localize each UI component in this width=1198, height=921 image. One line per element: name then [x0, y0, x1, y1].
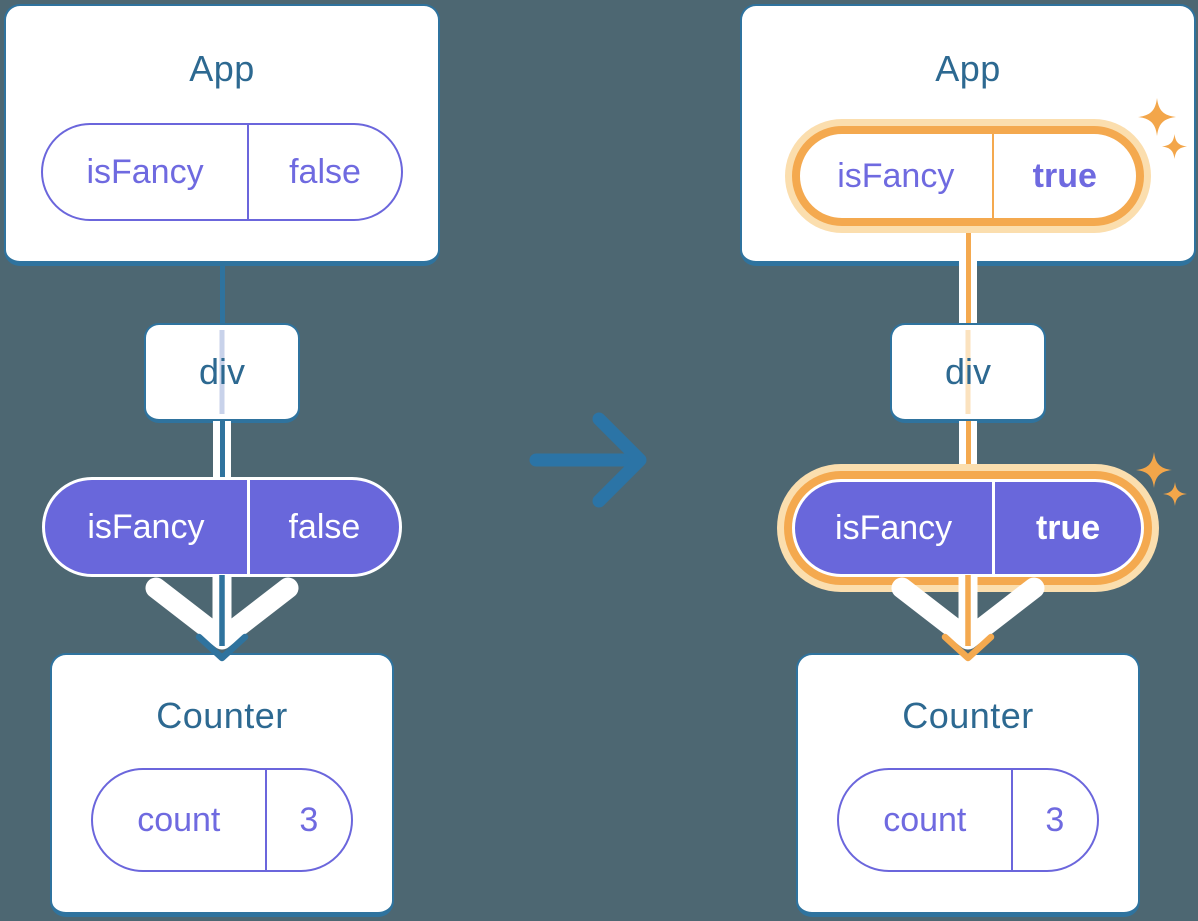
- app-title: App: [935, 48, 1001, 89]
- counter-title: Counter: [902, 695, 1034, 736]
- edge-div-to-prop: [965, 421, 971, 479]
- state-name: isFancy: [43, 125, 250, 219]
- sparkle-icon-small: [1162, 134, 1187, 159]
- app-title: App: [189, 48, 255, 89]
- counter-state-pill: count 3: [837, 768, 1099, 872]
- state-name: isFancy: [800, 134, 994, 218]
- state-value: true: [1032, 156, 1097, 195]
- edge-app-to-div: [965, 230, 971, 325]
- div-node: div: [144, 323, 300, 423]
- pass-through-line: [219, 330, 225, 414]
- app-state-pill-highlighted: isFancy true: [792, 126, 1144, 226]
- counter-title: Counter: [156, 695, 288, 736]
- div-label: div: [944, 351, 992, 392]
- down-arrow-icon: [145, 575, 299, 662]
- edge-app-to-div: [219, 264, 225, 325]
- counter-state-pill: count 3: [91, 768, 353, 872]
- passed-prop-pill: isFancy false: [42, 477, 402, 577]
- down-arrow-icon: [891, 575, 1045, 662]
- prop-value: false: [288, 507, 361, 546]
- sparkle-icon-small: [1163, 482, 1187, 506]
- prop-name: isFancy: [45, 480, 250, 574]
- tree-before: App isFancy false div isFancy false Coun…: [0, 0, 460, 921]
- pass-through-line: [965, 330, 971, 414]
- app-state-pill: isFancy false: [41, 123, 403, 221]
- prop-name: isFancy: [795, 482, 996, 574]
- passed-prop-pill-highlighted: isFancy true: [792, 479, 1144, 577]
- count-name: count: [839, 770, 1013, 870]
- count-value: 3: [1045, 800, 1065, 839]
- count-value: 3: [299, 800, 319, 839]
- sparkle-icon-large: [1136, 452, 1172, 488]
- div-node: div: [890, 323, 1046, 423]
- prop-value: true: [1035, 508, 1101, 547]
- edge-div-to-prop: [219, 421, 225, 479]
- right-arrow-icon: [529, 412, 647, 508]
- state-value: false: [289, 152, 361, 191]
- count-name: count: [93, 770, 267, 870]
- div-label: div: [198, 351, 246, 392]
- sparkle-icon-large: [1138, 98, 1176, 136]
- tree-after: App isFancy true div isFancy true Counte…: [738, 0, 1198, 921]
